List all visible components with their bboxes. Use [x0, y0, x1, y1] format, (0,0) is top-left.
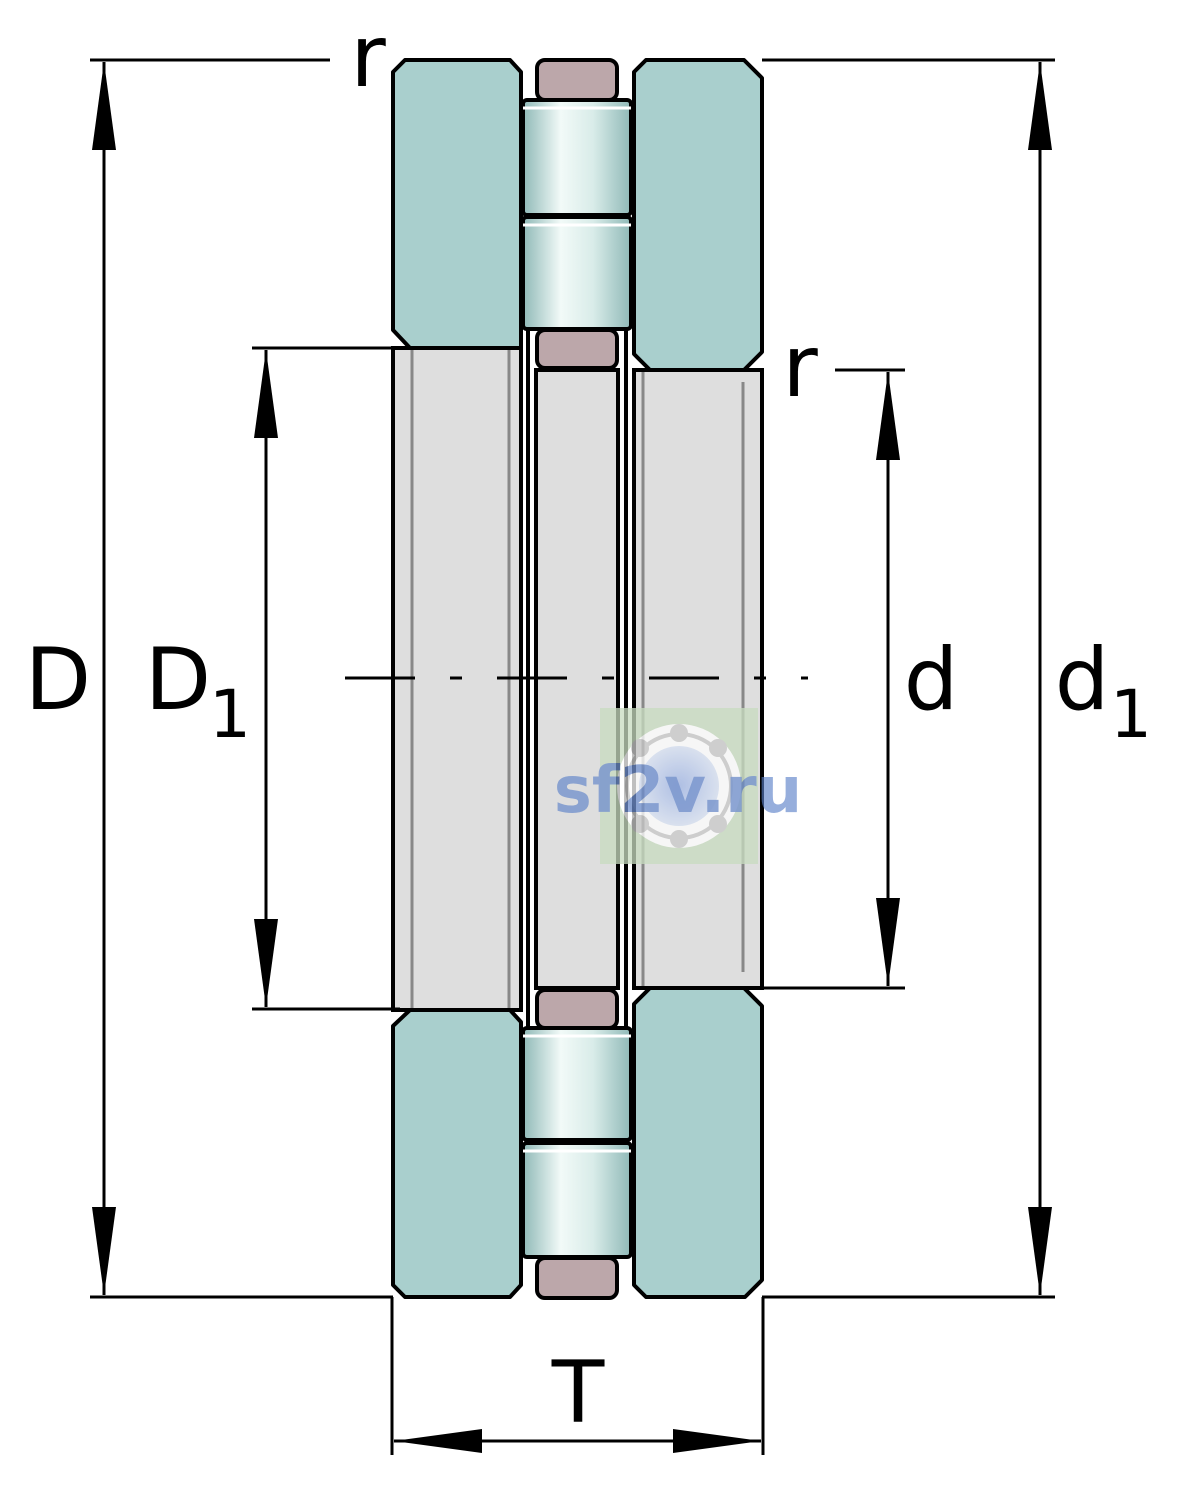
label-D1: D — [145, 630, 211, 730]
label-r-top: r — [350, 7, 386, 107]
dimension-D: D — [25, 58, 393, 1299]
roller-top — [521, 98, 633, 331]
label-D1-subscript: 1 — [209, 676, 251, 753]
housing-washer-top — [632, 58, 764, 372]
shaft-washer-top — [391, 58, 523, 350]
label-T: T — [551, 1343, 605, 1443]
bore-region — [391, 330, 764, 1030]
dimension-d1: d 1 — [762, 58, 1152, 1299]
dimension-D1: D 1 — [145, 346, 400, 1011]
dimension-T: T — [390, 1297, 765, 1455]
watermark: sf2v.ru — [554, 708, 802, 864]
label-d1-subscript: 1 — [1110, 676, 1152, 753]
label-r-right: r — [782, 317, 818, 417]
cage-bottom — [535, 988, 619, 1300]
watermark-text: sf2v.ru — [554, 754, 802, 828]
label-d1: d — [1055, 630, 1110, 730]
shaft-washer-bottom — [391, 1008, 523, 1299]
roller-bottom — [521, 1026, 633, 1259]
ball-bearing-icon — [617, 724, 741, 848]
label-d: d — [904, 630, 959, 730]
housing-washer-bottom — [632, 986, 764, 1299]
label-D: D — [25, 630, 91, 730]
dimension-d: d — [755, 368, 959, 990]
